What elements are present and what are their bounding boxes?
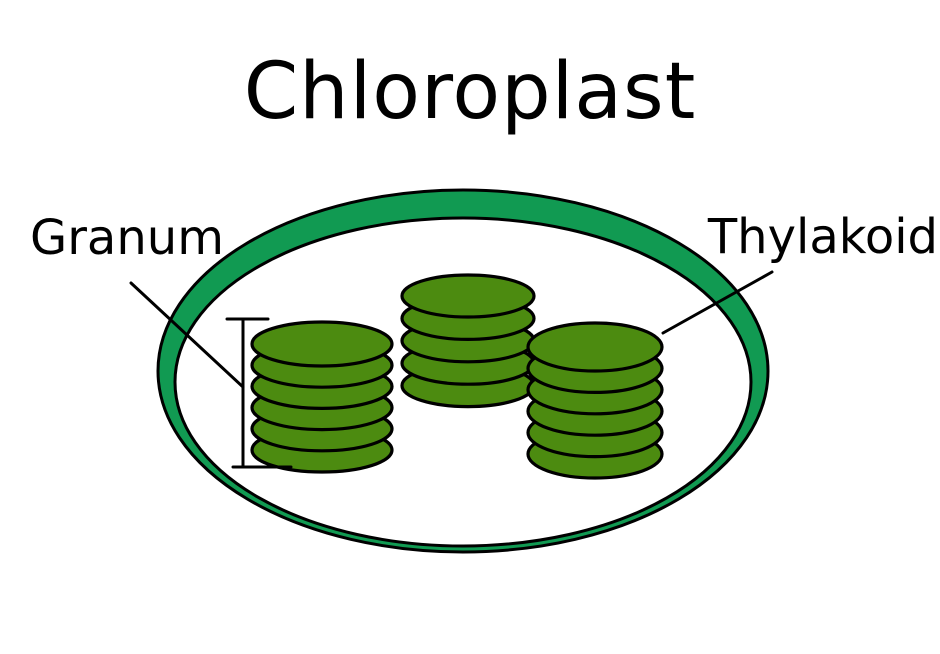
granum-annotation (129, 281, 293, 469)
granum-label: Granum (30, 210, 224, 266)
thylakoid-disk (400, 273, 536, 319)
grana-stacks (250, 273, 664, 480)
thylakoid-label: Thylakoid (707, 209, 938, 265)
thylakoid-disk (250, 320, 394, 368)
granum-center (400, 273, 536, 409)
diagram-title: Chloroplast (244, 47, 697, 137)
thylakoid-pointer-line (661, 270, 774, 335)
granum-right (526, 321, 664, 480)
granum-pointer-line (129, 281, 245, 389)
thylakoid-disk (526, 321, 664, 373)
granum-left (250, 320, 394, 474)
